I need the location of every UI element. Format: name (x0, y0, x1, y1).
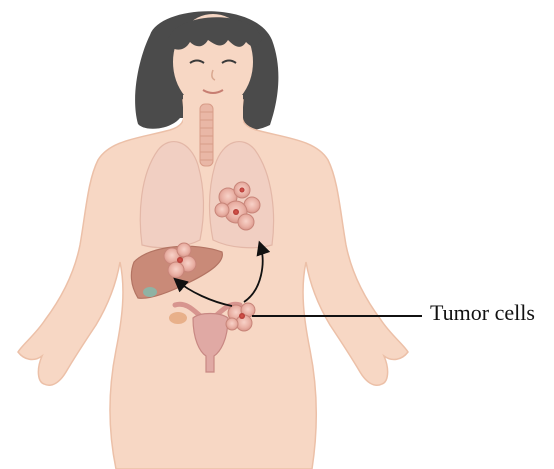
tumor-cells-label: Tumor cells (430, 300, 535, 326)
gallbladder (143, 287, 157, 297)
tumor-cluster-ovary (226, 303, 255, 331)
trachea (200, 104, 213, 166)
